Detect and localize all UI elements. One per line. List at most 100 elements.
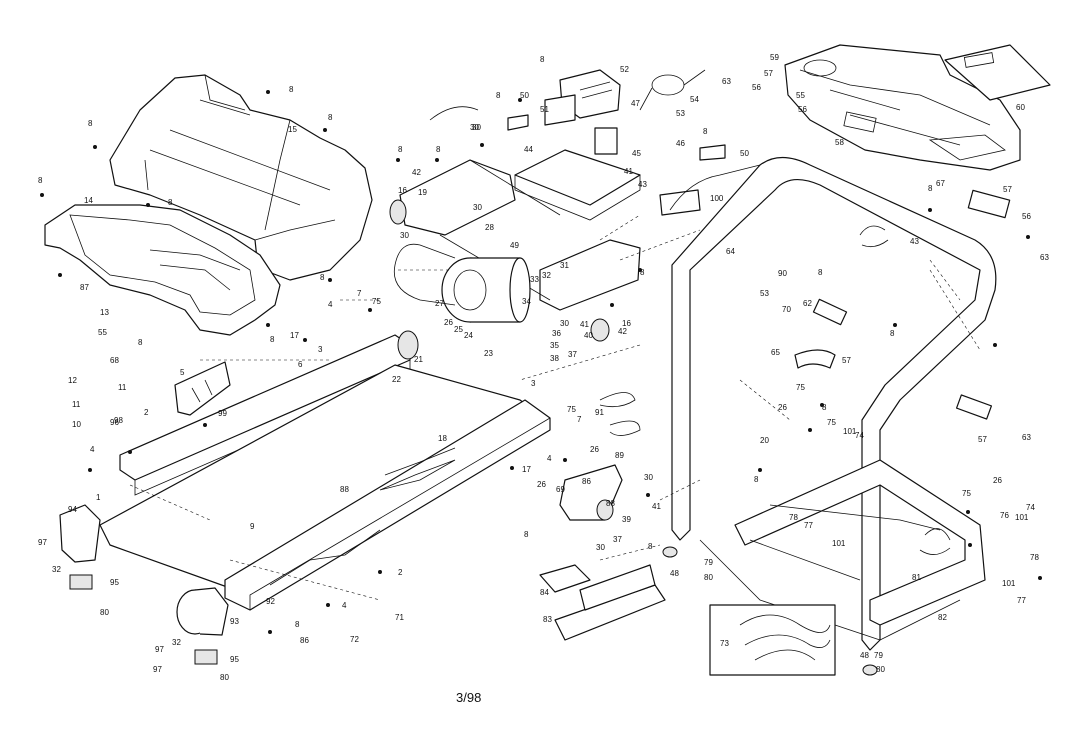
- part-number-label: 2: [144, 408, 149, 417]
- part-number-label: 57: [1003, 185, 1012, 194]
- part-number-label: 8: [928, 184, 933, 193]
- part-number-label: 26: [537, 480, 546, 489]
- part-number-label: 95: [110, 578, 119, 587]
- part-number-label: 78: [789, 513, 798, 522]
- part-number-label: 86: [300, 636, 309, 645]
- part-number-label: 94: [68, 505, 77, 514]
- fasteners: [40, 90, 1042, 634]
- part-number-label: 8: [270, 335, 275, 344]
- part-number-label: 47: [631, 99, 640, 108]
- part-number-label: 67: [936, 179, 945, 188]
- part-number-label: 2: [398, 568, 403, 577]
- part-number-label: 37: [568, 350, 577, 359]
- upright-frame: [669, 156, 997, 651]
- part-number-label: 10: [72, 420, 81, 429]
- part-number-label: 87: [80, 283, 89, 292]
- circuit-module: [544, 69, 621, 155]
- part-number-label: 42: [412, 168, 421, 177]
- part-number-label: 58: [835, 138, 844, 147]
- part-number-label: 49: [510, 241, 519, 250]
- part-number-label: 42: [618, 327, 627, 336]
- part-number-label: 4: [342, 601, 347, 610]
- part-number-label: 30: [472, 123, 481, 132]
- part-number-label: 19: [418, 188, 427, 197]
- part-number-label: 11: [72, 400, 81, 409]
- wire-bundle-43: [859, 225, 889, 248]
- flywheel-pulley: [389, 199, 610, 360]
- part-number-label: 56: [752, 83, 761, 92]
- part-number-label: 8: [496, 91, 501, 100]
- part-number-label: 13: [100, 308, 109, 317]
- part-number-label: 55: [98, 328, 107, 337]
- part-number-label: 41: [652, 502, 661, 511]
- part-number-label: 8: [818, 268, 823, 277]
- part-number-label: 7: [357, 289, 362, 298]
- part-number-label: 5: [180, 368, 185, 377]
- part-number-label: 8: [754, 475, 759, 484]
- part-number-label: 59: [770, 53, 779, 62]
- part-number-label: 32: [52, 565, 61, 574]
- motor-bracket-frame: [399, 159, 641, 311]
- part-number-label: 72: [350, 635, 359, 644]
- part-number-label: 65: [771, 348, 780, 357]
- part-number-label: 8: [648, 542, 653, 551]
- cover-84: [539, 564, 591, 593]
- part-number-label: 21: [414, 355, 423, 364]
- console-overlay-60: [944, 44, 1051, 101]
- part-number-label: 51: [540, 105, 549, 114]
- part-number-label: 8: [822, 403, 827, 412]
- part-number-label: 73: [720, 639, 729, 648]
- part-number-label: 82: [938, 613, 947, 622]
- part-number-label: 96: [110, 418, 119, 427]
- part-number-label: 71: [395, 613, 404, 622]
- part-number-label: 14: [84, 196, 93, 205]
- part-number-label: 76: [1000, 511, 1009, 520]
- rear-roller-left-cap: [59, 504, 101, 590]
- part-number-label: 68: [110, 356, 119, 365]
- part-number-label: 70: [782, 305, 791, 314]
- part-number-label: 46: [676, 139, 685, 148]
- handrail-clip-57: [812, 189, 1011, 420]
- part-number-label: 37: [613, 535, 622, 544]
- part-number-label: 38: [550, 354, 559, 363]
- part-number-label: 75: [372, 297, 381, 306]
- part-number-label: 56: [798, 105, 807, 114]
- part-number-label: 80: [704, 573, 713, 582]
- drive-motor: [441, 257, 531, 323]
- part-number-label: 97: [153, 665, 162, 674]
- part-number-label: 16: [622, 319, 631, 328]
- part-number-label: 48: [860, 651, 869, 660]
- part-number-label: 93: [230, 617, 239, 626]
- part-number-label: 8: [436, 145, 441, 154]
- part-number-label: 22: [392, 375, 401, 384]
- part-number-label: 75: [827, 418, 836, 427]
- part-number-label: 79: [704, 558, 713, 567]
- motor-mount-bracket: [174, 361, 231, 416]
- part-number-label: 8: [398, 145, 403, 154]
- base-frame: [699, 459, 986, 641]
- part-number-label: 27: [435, 299, 444, 308]
- part-number-label: 30: [400, 231, 409, 240]
- part-number-label: 45: [632, 149, 641, 158]
- part-number-label: 101: [1002, 579, 1016, 588]
- part-number-label: 4: [328, 300, 333, 309]
- part-number-label: 63: [1040, 253, 1049, 262]
- part-number-label: 8: [295, 620, 300, 629]
- part-number-label: 41: [580, 320, 589, 329]
- part-number-label: 11: [118, 383, 127, 392]
- part-number-label: 91: [595, 408, 604, 417]
- part-number-label: 43: [910, 237, 919, 246]
- part-number-label: 35: [550, 341, 559, 350]
- part-number-label: 41: [624, 167, 633, 176]
- part-number-label: 12: [68, 376, 77, 385]
- wire-harness-98: [429, 106, 479, 121]
- part-number-label: 81: [912, 573, 921, 582]
- part-number-label: 40: [584, 331, 593, 340]
- part-number-label: 23: [484, 349, 493, 358]
- part-number-label: 50: [520, 91, 529, 100]
- part-number-label: 80: [100, 608, 109, 617]
- part-number-label: 77: [1017, 596, 1026, 605]
- part-number-label: 30: [560, 319, 569, 328]
